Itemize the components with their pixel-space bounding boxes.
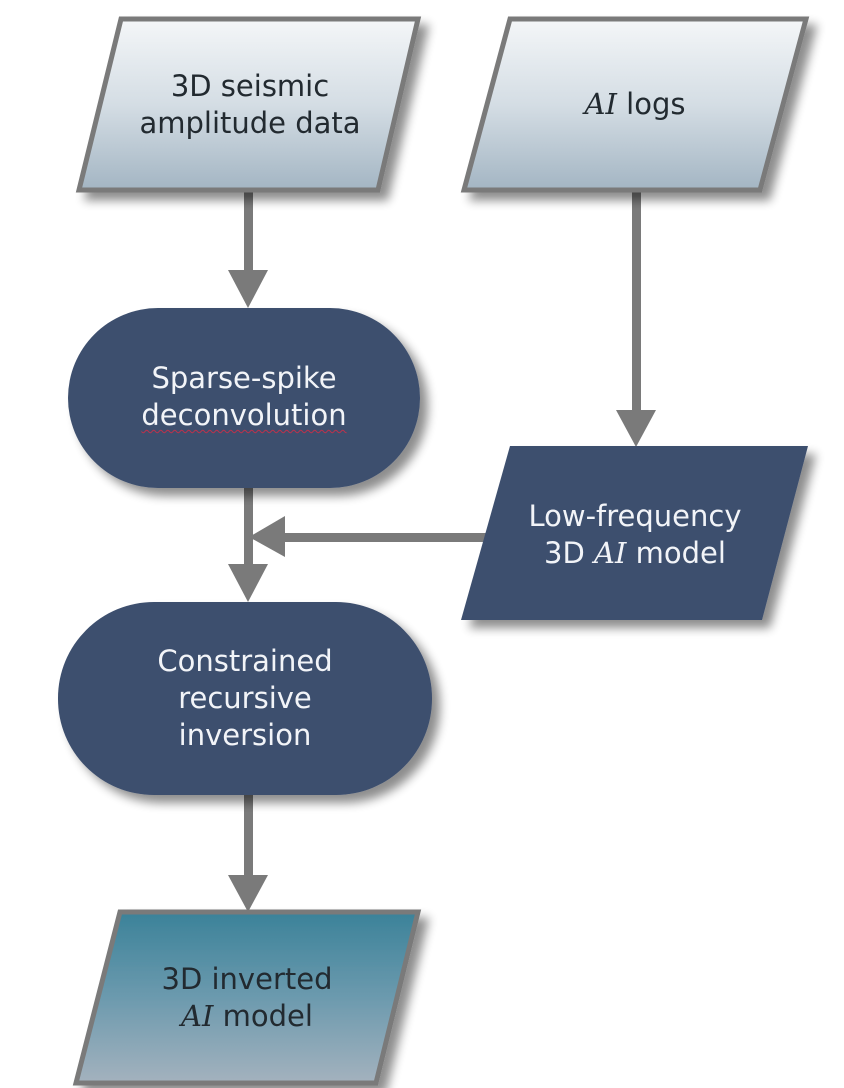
ai-logs-italic: AI [584, 87, 617, 121]
node-seismic-data-shape[interactable] [75, 16, 422, 193]
edge-logs-to-lowfreq-line [632, 190, 641, 410]
edge-lowfreq-to-join-line [285, 533, 490, 542]
node-constrained-inversion-shape[interactable] [58, 602, 432, 795]
constrained-line-1: Constrained [157, 644, 333, 678]
edge-seismic-to-sparse-arrowhead [228, 270, 268, 308]
node-ai-logs-shape[interactable] [460, 16, 810, 193]
node-inverted-model-shape[interactable] [72, 909, 422, 1086]
node-ai-logs-label: AI logs [485, 86, 785, 123]
edge-seismic-to-sparse-line [244, 190, 253, 270]
inverted-line-1: 3D inverted [161, 962, 333, 996]
seismic-line-2: amplitude data [139, 106, 361, 140]
edge-logs-to-lowfreq-arrowhead [616, 410, 656, 447]
node-low-freq-model-shape[interactable] [461, 446, 808, 620]
lowfreq-line-2-italic: AI [594, 536, 627, 570]
edge-lowfreq-to-join-arrowhead [249, 516, 285, 557]
node-inverted-model-label: 3D inverted AI model [97, 961, 397, 1035]
node-constrained-inversion-label: Constrained recursive inversion [58, 643, 432, 754]
node-sparse-spike-label: Sparse-spike deconvolution [68, 360, 420, 434]
lowfreq-line-2-suffix: model [626, 536, 726, 570]
lowfreq-line-2-prefix: 3D [544, 536, 595, 570]
node-seismic-data-label: 3D seismic amplitude data [100, 68, 400, 142]
inverted-line-2-suffix: model [213, 999, 313, 1033]
edge-sparse-to-constrained-line [244, 488, 253, 564]
node-low-freq-model-label: Low-frequency 3D AI model [485, 498, 785, 572]
constrained-line-2: recursive [178, 681, 312, 715]
inverted-line-2-italic: AI [181, 999, 214, 1033]
lowfreq-line-1: Low-frequency [528, 499, 742, 533]
sparse-line-2: deconvolution [141, 398, 347, 432]
edge-constrained-to-output-arrowhead [228, 875, 268, 912]
sparse-line-1: Sparse-spike [151, 361, 337, 395]
ai-logs-rest: logs [616, 87, 686, 121]
node-sparse-spike-shape[interactable] [68, 308, 420, 488]
seismic-line-1: 3D seismic [170, 69, 330, 103]
connectors [228, 190, 656, 912]
edge-sparse-to-constrained-arrowhead [228, 564, 268, 602]
edge-constrained-to-output-line [244, 795, 253, 875]
constrained-line-3: inversion [178, 718, 312, 752]
